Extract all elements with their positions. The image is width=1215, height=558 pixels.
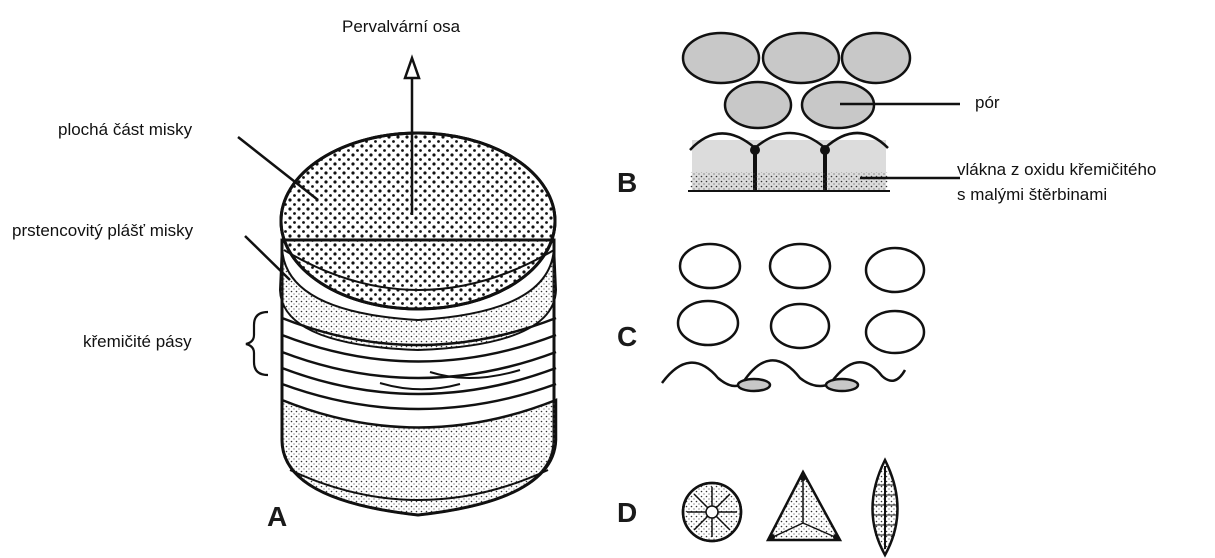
panel-b-drawing [683,33,910,191]
pervalvar-axis-label: Pervalvární osa [342,17,460,37]
frustule-drawing [280,133,556,515]
valve-face-label: plochá část misky [58,120,192,140]
panel-c-label: C [617,322,637,352]
panel-a-label: A [267,502,287,532]
pore-label: pór [975,93,1000,113]
panel-b-label: B [617,168,637,198]
fibers-label-line1: vlákna z oxidu křemičitého [957,160,1156,180]
panel-d-drawing [683,460,898,555]
girdle-bands-brace [246,312,268,375]
panel-c-drawing [662,244,924,391]
valve-mantle-label: prstencovitý plášť misky [12,221,193,241]
girdle-bands-label: křemičité pásy [83,332,192,352]
triangular-valve [768,472,840,540]
panel-d-label: D [617,498,637,528]
fibers-label-line2: s malými štěrbinami [957,185,1107,205]
